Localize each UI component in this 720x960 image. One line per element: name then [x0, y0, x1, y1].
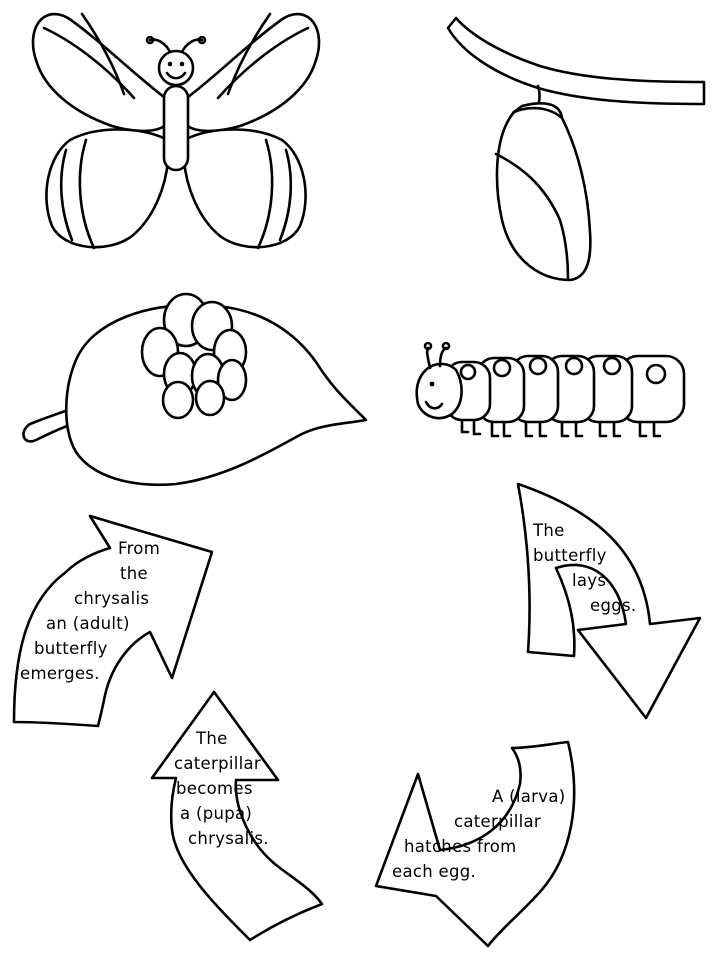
arrow-becomes-pupa-line-3: becomes: [176, 779, 253, 798]
arrow-emerges-line-4: an (adult): [46, 614, 130, 633]
arrow-emerges-line-2: the: [120, 564, 148, 583]
arrow-becomes-pupa-line-4: a (pupa): [180, 804, 252, 823]
arrow-lays-eggs-line-4: eggs.: [590, 596, 636, 615]
arrow-hatches-line-4: each egg.: [392, 862, 476, 881]
arrow-emerges-line-3: chrysalis: [74, 589, 149, 608]
arrow-hatches-line-3: hatches from: [404, 837, 517, 856]
butterfly-illustration: [31, 12, 321, 250]
arrow-emerges-line-6: emerges.: [20, 664, 100, 683]
arrow-becomes-pupa-line-5: chrysalis.: [188, 829, 269, 848]
leaf-with-eggs-illustration: [22, 292, 368, 486]
arrow-lays-eggs-line-3: lays: [572, 571, 606, 590]
arrow-becomes-pupa-line-1: The: [195, 729, 228, 748]
arrow-lays-eggs-line-2: butterfly: [533, 546, 607, 565]
arrow-hatches: A (larva) caterpillar hatches from each …: [374, 740, 576, 948]
arrow-lays-eggs: The butterfly lays eggs.: [516, 482, 702, 720]
arrow-emerges-line-1: From: [118, 539, 160, 558]
arrow-becomes-pupa-line-2: caterpillar: [174, 754, 261, 773]
arrow-hatches-line-1: A (larva): [492, 787, 565, 806]
arrow-emerges-line-5: butterfly: [34, 639, 108, 658]
caterpillar-illustration: [415, 341, 686, 438]
arrow-emerges: From the chrysalis an (adult) butterfly …: [12, 514, 214, 728]
arrow-lays-eggs-line-1: The: [532, 521, 565, 540]
chrysalis-illustration: [446, 16, 706, 282]
arrow-becomes-pupa: The caterpillar becomes a (pupa) chrysal…: [150, 690, 324, 942]
arrow-hatches-line-2: caterpillar: [454, 812, 541, 831]
